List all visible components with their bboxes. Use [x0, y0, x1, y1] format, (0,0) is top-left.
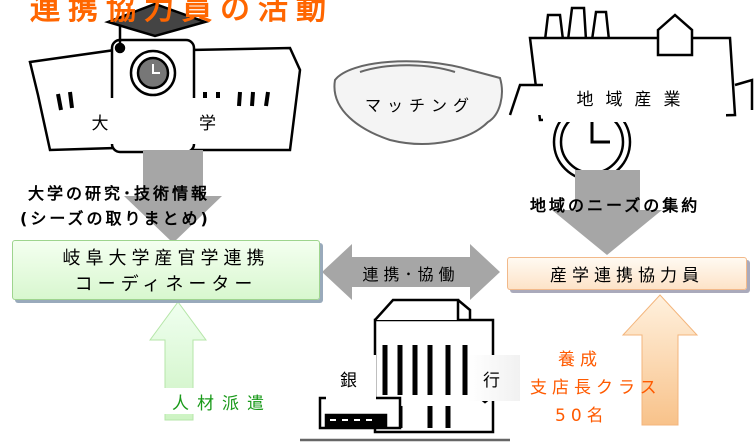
staff-box: 産学連携協力員	[507, 257, 747, 290]
handshake-icon	[333, 60, 503, 145]
university-info-line1: 大学の研究･技術情報	[28, 184, 211, 203]
matching-label: マッチング	[364, 96, 475, 115]
coordinator-line1: 岐阜大学産官学連携	[62, 248, 270, 269]
down-arrow-right	[552, 170, 662, 255]
training-line1: 養成	[558, 350, 602, 370]
page-title: 連携協力員の活動	[30, 0, 334, 27]
dispatch-label: 人材派遣	[152, 388, 292, 414]
down-arrow-left	[124, 150, 222, 243]
university-label-left: 大	[75, 98, 130, 144]
bank-label-left: 銀	[326, 355, 376, 401]
coordinator-line2: コーディネーター	[74, 274, 258, 295]
industry-label: 地域産業	[543, 72, 726, 122]
training-line2: 支店長クラス	[530, 378, 662, 398]
cooperation-label: 連携･協働	[362, 265, 460, 284]
double-arrow	[322, 244, 500, 300]
training-line3: 50名	[555, 406, 609, 426]
coordinator-box: 岐阜大学産官学連携 コーディネーター	[12, 240, 320, 300]
bank-label-right: 行	[468, 355, 520, 401]
needs-label: 地域のニーズの集約	[530, 196, 701, 215]
university-label-right: 学	[185, 98, 235, 144]
up-arrow-orange	[621, 294, 699, 426]
university-info-line2: (シーズの取りまとめ)	[20, 209, 211, 228]
